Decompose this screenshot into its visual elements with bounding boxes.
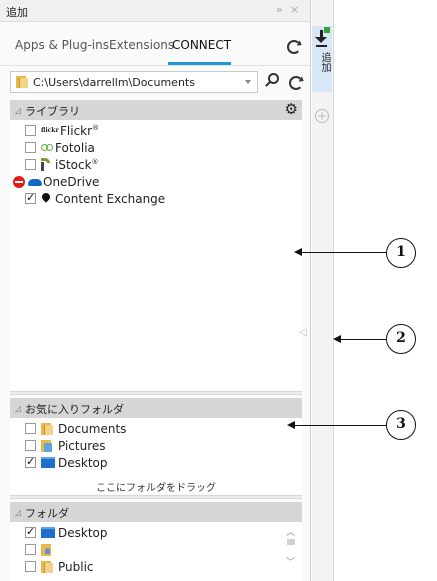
drop-folder-hint: ここにフォルダをドラッグ (96, 483, 216, 494)
callout-2-arrow-icon (333, 335, 341, 343)
folder-icon (16, 76, 28, 88)
fotolia-icon (41, 144, 53, 152)
expand-triangle-icon[interactable]: ◿ (15, 404, 22, 413)
callout-2-line (339, 339, 387, 340)
desktop-checkbox[interactable] (25, 525, 36, 538)
list-item-istock[interactable]: iStock® (25, 157, 285, 174)
list-item-user-folder[interactable] (25, 542, 275, 559)
list-item-desktop[interactable]: Desktop (25, 455, 285, 472)
callout-3-badge: 3 (386, 410, 416, 440)
flickr-checkbox[interactable] (25, 125, 36, 136)
list-item-pictures[interactable]: Pictures (25, 438, 285, 455)
path-row (0, 66, 310, 98)
favorites-section-label: お気に入りフォルダ (25, 403, 124, 416)
list-item-onedrive[interactable]: OneDrive (13, 174, 273, 191)
panel-titlebar: 追加 » × (0, 0, 310, 22)
list-item-public[interactable]: Public (25, 559, 275, 576)
side-tab-label: 追加 (319, 52, 330, 72)
istock-label: iStock® (55, 158, 99, 172)
path-dropdown[interactable] (10, 71, 258, 93)
istock-icon (41, 157, 51, 171)
library-list: flickr Flickr® Fotolia iStock® OneDriv (10, 120, 302, 390)
expand-triangle-icon[interactable]: ◿ (15, 508, 22, 517)
panel-title: 追加 (6, 6, 28, 19)
callout-3-line (293, 425, 387, 426)
content-exchange-label: Content Exchange (55, 192, 166, 206)
scroll-down-icon[interactable]: ﹀ (286, 558, 296, 568)
tab-extensions[interactable]: Extensions (109, 38, 175, 52)
istock-checkbox[interactable] (25, 159, 36, 170)
scroll-thumb[interactable] (287, 539, 295, 545)
desktop-label: Desktop (58, 456, 108, 470)
add-panel: 追加 » × Apps & Plug-ins Extensions CONNEC… (0, 0, 311, 581)
scroll-up-icon[interactable]: ︿ (286, 528, 296, 538)
content-exchange-checkbox[interactable] (25, 191, 36, 204)
library-section-header[interactable]: ◿ ライブラリ ⚙ (10, 100, 302, 120)
tab-bar: Apps & Plug-ins Extensions CONNECT (0, 22, 310, 66)
docked-panel-strip (312, 0, 334, 581)
user-folder-checkbox[interactable] (25, 544, 36, 555)
collapse-sidebar-arrow-icon[interactable]: ◁ (299, 327, 307, 338)
public-checkbox[interactable] (25, 561, 36, 572)
section-splitter[interactable] (10, 391, 302, 395)
search-icon[interactable] (264, 73, 280, 89)
add-panel-plus-icon[interactable]: + (315, 109, 329, 123)
user-folder-icon (41, 544, 53, 556)
desktop-checkbox[interactable] (25, 455, 36, 468)
documents-label: Documents (58, 422, 127, 436)
path-input[interactable] (33, 74, 233, 90)
public-label: Public (58, 560, 94, 574)
pictures-folder-icon (41, 440, 53, 452)
callout-1-line (300, 252, 386, 253)
library-section-label: ライブラリ (25, 105, 80, 118)
callout-2-badge: 2 (386, 324, 416, 354)
callout-1-badge: 1 (386, 238, 416, 268)
section-splitter[interactable] (10, 495, 302, 499)
folders-list: Desktop Public (10, 522, 302, 581)
tab-connect[interactable]: CONNECT (172, 38, 232, 52)
folders-scrollbar[interactable]: ︿ ﹀ (284, 523, 298, 573)
gear-icon[interactable]: ⚙ (284, 100, 298, 118)
list-item-desktop[interactable]: Desktop (25, 525, 275, 542)
desktop-folder-icon (41, 457, 55, 468)
favorites-list: Documents Pictures Desktop (10, 418, 302, 494)
fotolia-label: Fotolia (55, 141, 95, 155)
flickr-badge: flickr (41, 127, 59, 134)
onedrive-cloud-icon (28, 179, 42, 186)
chevron-down-icon[interactable] (245, 80, 251, 84)
location-pin-icon (40, 191, 52, 203)
refresh-icon[interactable] (287, 40, 301, 54)
favorites-section-header[interactable]: ◿ お気に入りフォルダ (10, 398, 302, 418)
collapse-panel-icon[interactable]: » (276, 3, 283, 16)
flickr-label: Flickr® (60, 124, 100, 138)
documents-folder-icon (41, 423, 53, 435)
folders-section-label: フォルダ (25, 507, 69, 520)
tab-apps-plugins[interactable]: Apps & Plug-ins (15, 38, 109, 52)
close-panel-icon[interactable]: × (290, 3, 300, 16)
callout-3-arrow-icon (287, 421, 295, 429)
pictures-label: Pictures (58, 439, 106, 453)
expand-triangle-icon[interactable]: ◿ (15, 106, 22, 115)
list-item-flickr[interactable]: flickr Flickr® (25, 123, 285, 140)
folders-section-header[interactable]: ◿ フォルダ (10, 502, 302, 522)
blocked-icon (13, 176, 25, 188)
documents-checkbox[interactable] (25, 423, 36, 434)
active-tab-indicator (168, 62, 231, 65)
list-item-content-exchange[interactable]: Content Exchange (25, 191, 285, 208)
download-add-icon (315, 27, 330, 48)
side-tab-add[interactable]: 追加 (312, 26, 332, 92)
fotolia-checkbox[interactable] (25, 142, 36, 153)
pictures-checkbox[interactable] (25, 440, 36, 451)
desktop-label: Desktop (58, 526, 108, 540)
public-folder-icon (41, 561, 53, 573)
callout-1-arrow-icon (294, 248, 302, 256)
desktop-folder-icon (41, 527, 55, 538)
list-item-documents[interactable]: Documents (25, 421, 285, 438)
onedrive-label: OneDrive (43, 175, 100, 189)
refresh-path-icon[interactable] (289, 76, 303, 90)
list-item-fotolia[interactable]: Fotolia (25, 140, 285, 157)
